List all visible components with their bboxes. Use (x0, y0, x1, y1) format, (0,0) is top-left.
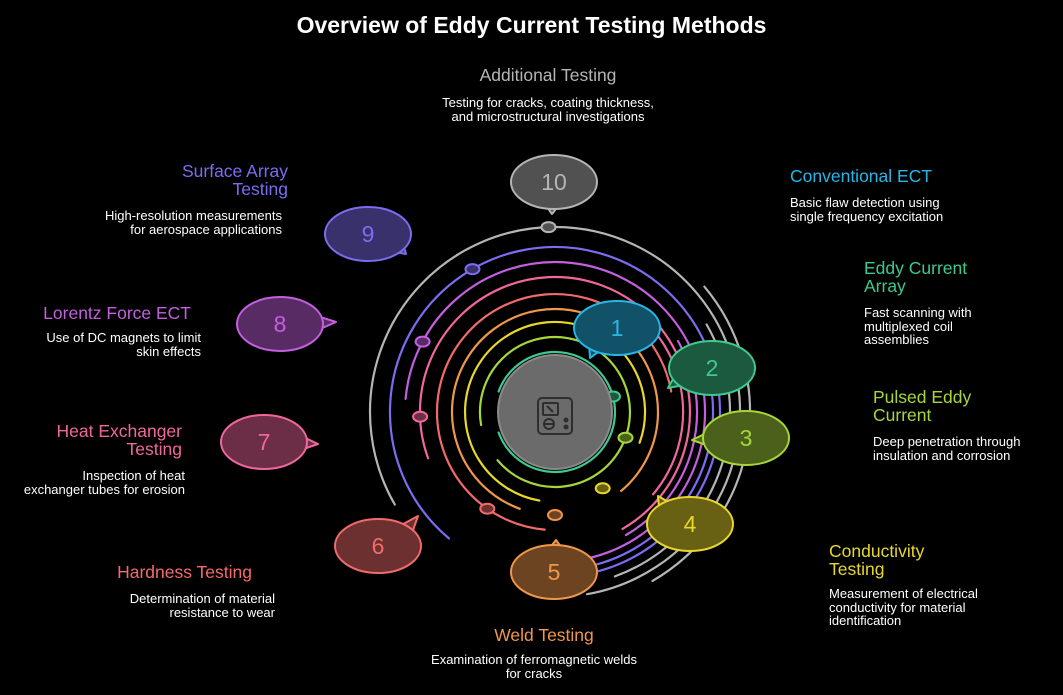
bubble-number-3: 3 (740, 425, 753, 451)
desc-hardness-testing: Determination of material resistance to … (129, 591, 275, 620)
bubble-4: 4 (646, 495, 734, 552)
ring-extra-2 (581, 356, 715, 569)
marker-10 (540, 221, 557, 234)
marker-4 (594, 482, 611, 495)
bubble-5: 5 (510, 539, 598, 600)
label-pulsed-eddy-current: Pulsed Eddy Current (873, 387, 972, 425)
bubble-1: 1 (573, 300, 661, 359)
label-conventional-ect: Conventional ECT (790, 166, 933, 186)
bubble-number-9: 9 (362, 221, 375, 247)
marker-3 (617, 431, 634, 444)
label-additional-testing: Additional Testing (479, 65, 617, 85)
bubble-number-1: 1 (611, 315, 624, 341)
center-hub (497, 354, 613, 470)
bubble-number-5: 5 (548, 559, 561, 585)
label-hardness-testing: Hardness Testing (117, 562, 252, 582)
bubble-number-10: 10 (541, 169, 567, 195)
multimeter-icon (537, 397, 573, 435)
bubble-number-7: 7 (258, 429, 271, 455)
desc-heat-exchanger-testing: Inspection of heat exchanger tubes for e… (23, 468, 185, 497)
bubble-7: 7 (220, 414, 319, 470)
bubble-8: 8 (236, 296, 337, 352)
bubble-number-2: 2 (706, 355, 719, 381)
marker-7 (412, 410, 429, 423)
marker-5 (547, 509, 563, 521)
label-eddy-current-array: Eddy Current Array (864, 258, 968, 296)
desc-conventional-ect: Basic flaw detection using single freque… (790, 195, 944, 224)
desc-additional-testing: Testing for cracks, coating thickness, a… (442, 95, 654, 124)
bubble-number-4: 4 (684, 511, 697, 537)
ring-7 (418, 275, 692, 530)
label-surface-array-testing: Surface Array Testing (181, 161, 288, 199)
desc-weld-testing: Examination of ferromagnetic welds for c… (431, 652, 637, 681)
desc-surface-array-testing: High-resolution measurements for aerospa… (104, 208, 282, 237)
label-weld-testing: Weld Testing (494, 625, 594, 645)
bubble-6: 6 (334, 515, 422, 574)
bubble-3: 3 (691, 410, 790, 466)
ring-2 (497, 350, 617, 474)
marker-9 (464, 263, 481, 276)
label-heat-exchanger-testing: Heat Exchanger Testing (56, 421, 183, 459)
label-conductivity-testing: Conductivity Testing (829, 541, 925, 579)
desc-pulsed-eddy-current: Deep penetration through insulation and … (873, 434, 1021, 463)
marker-6 (479, 502, 496, 515)
ring-3 (478, 335, 631, 489)
ring-4 (463, 320, 647, 502)
marker-8 (414, 335, 431, 348)
bubble-10: 10 (510, 154, 598, 215)
desc-lorentz-force-ect: Use of DC magnets to limit skin effects (46, 330, 201, 359)
bubble-number-8: 8 (274, 311, 287, 337)
bubble-9: 9 (324, 206, 412, 262)
ring-5 (450, 307, 660, 510)
desc-eddy-current-array: Fast scanning with multiplexed coil asse… (864, 305, 972, 347)
label-lorentz-force-ect: Lorentz Force ECT (43, 303, 191, 323)
desc-conductivity-testing: Measurement of electrical conductivity f… (829, 586, 978, 628)
bubble-2: 2 (667, 340, 756, 396)
bubble-number-6: 6 (372, 533, 385, 559)
page-title: Overview of Eddy Current Testing Methods (296, 12, 767, 38)
